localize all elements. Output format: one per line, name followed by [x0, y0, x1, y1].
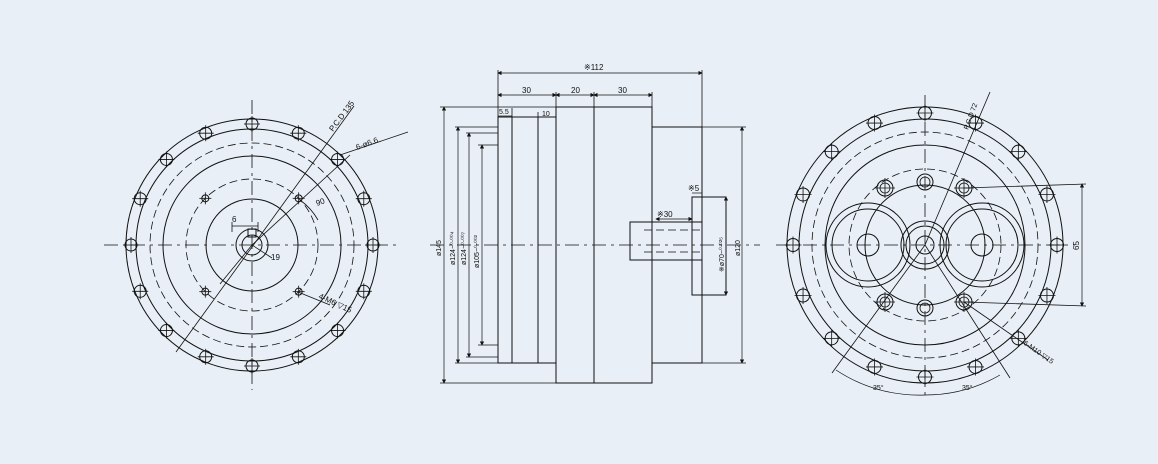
- holes-label: 6-ø6.6: [355, 135, 380, 152]
- bolt-holes: [784, 104, 1066, 386]
- angle-label: 90: [315, 196, 327, 208]
- key-label: 6: [232, 215, 237, 224]
- dia-124b: ø124−⁰⋅⁰⁰⁷: [460, 231, 468, 265]
- left-view: P.C.D 135 6-ø6.6 90 6 19 4-M6 ▽15: [104, 99, 409, 390]
- inner-hole: [916, 173, 934, 191]
- dia-105: ø105−⁰⋅⁰⁰²: [473, 234, 481, 268]
- tapped-label: 4-M6 ▽15: [317, 292, 353, 315]
- overall-length: ※112: [584, 63, 604, 72]
- tapped-label: 6-M10 ▽15: [1022, 340, 1055, 366]
- bolt-holes: [123, 116, 381, 374]
- key-depth: ※5: [688, 184, 700, 193]
- right-view: P.C.D 72 65 6-M10 ▽15 35° 35°: [776, 91, 1087, 396]
- seg-a: 30: [522, 86, 531, 95]
- dia-shaft: ※ø70−⁰⋅⁰²⁵: [718, 237, 726, 272]
- side-view: ※112 30 20 30 5.5 10 ※30 ※5 ø145 ø124−⁰⋅…: [430, 63, 760, 384]
- dia-145: ø145: [436, 240, 443, 256]
- dia-124a: ø124−⁰⋅⁰⁰⁴: [449, 231, 457, 265]
- dia-120: ø120: [735, 240, 742, 256]
- angle2: 35°: [962, 384, 973, 392]
- angle1: 35°: [873, 384, 884, 392]
- seg-b: 20: [571, 86, 580, 95]
- dim-65: 65: [1072, 241, 1081, 250]
- seg-c: 30: [618, 86, 627, 95]
- seg-small2: 10: [542, 111, 550, 118]
- shaft-length: ※30: [657, 210, 673, 219]
- seg-small1: 5.5: [499, 109, 509, 116]
- pcd-label: P.C.D 135: [327, 99, 356, 134]
- inner-hole: [916, 299, 934, 317]
- shaft-label: 19: [271, 253, 280, 262]
